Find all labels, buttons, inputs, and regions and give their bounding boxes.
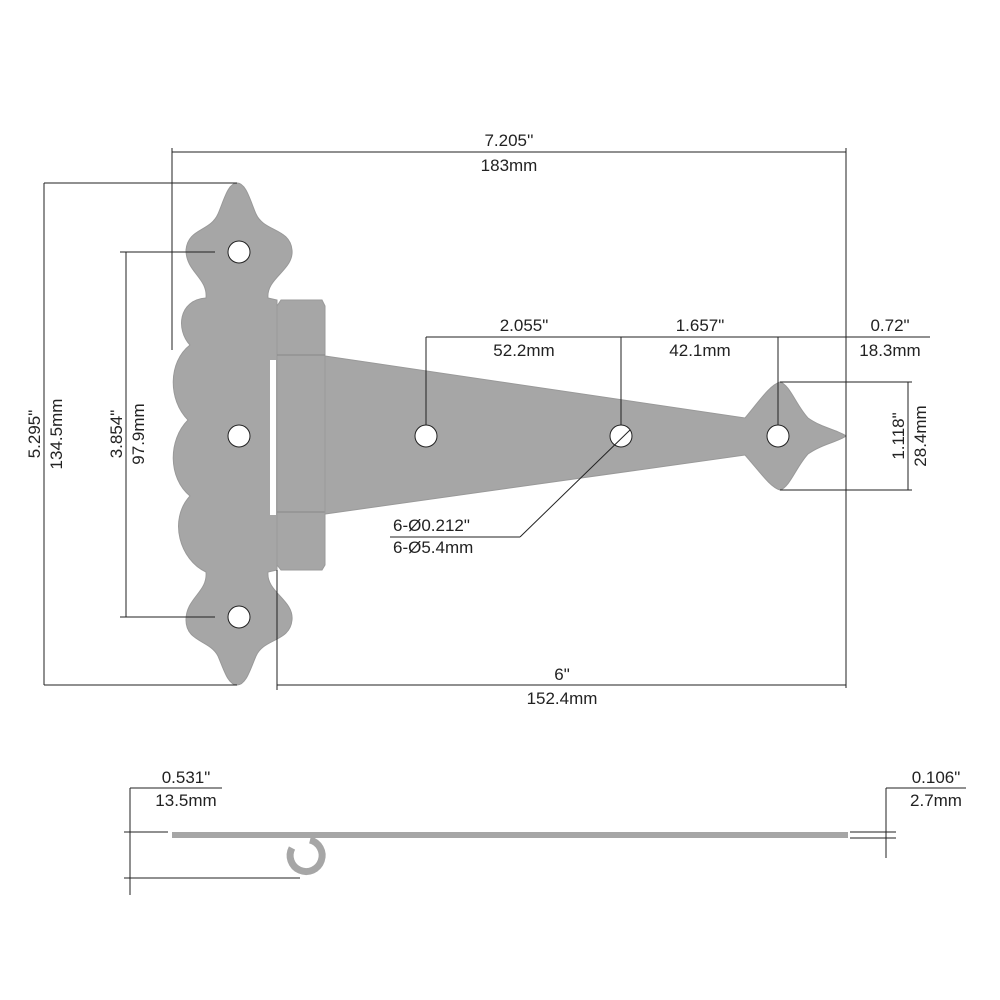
screw-hole <box>227 605 251 629</box>
tip-offset-mm: 18.3mm <box>859 341 920 360</box>
strap-spacing-2-mm: 42.1mm <box>669 341 730 360</box>
strap-spacing-1-mm: 52.2mm <box>493 341 554 360</box>
hole-spacing-vertical-mm: 97.9mm <box>129 403 148 464</box>
tip-offset-inch: 0.72" <box>870 316 909 335</box>
overall-width-mm: 183mm <box>481 156 538 175</box>
screw-hole <box>609 424 633 448</box>
thickness-inch: 0.106" <box>912 768 961 787</box>
overall-width-inch: 7.205'' <box>484 131 533 150</box>
screw-hole <box>227 424 251 448</box>
leaf-slot <box>270 360 276 515</box>
screw-hole <box>414 424 438 448</box>
screw-hole <box>227 240 251 264</box>
hole-spacing-vertical-inch: 3.854" <box>107 410 126 459</box>
side-view-plate <box>172 832 848 838</box>
strap-spacing-1-inch: 2.055" <box>500 316 549 335</box>
side-view-knuckle <box>286 836 326 876</box>
hinge-knuckle <box>276 299 326 571</box>
hole-diameter-inch: 6-Ø0.212" <box>393 516 470 535</box>
dimension-lines <box>43 148 966 895</box>
knuckle-height-mm: 13.5mm <box>155 791 216 810</box>
overall-height-mm: 134.5mm <box>47 399 66 470</box>
hole-diameter-mm: 6-Ø5.4mm <box>393 538 473 557</box>
strap-spacing-2-inch: 1.657" <box>676 316 725 335</box>
tip-width-mm: 28.4mm <box>911 405 930 466</box>
strap-length-inch: 6" <box>554 665 570 684</box>
thickness-mm: 2.7mm <box>910 791 962 810</box>
knuckle-height-inch: 0.531" <box>162 768 211 787</box>
overall-height-inch: 5.295" <box>25 410 44 459</box>
tip-width-inch: 1.118" <box>889 412 908 459</box>
strap-length-mm: 152.4mm <box>527 689 598 708</box>
screw-hole <box>766 424 790 448</box>
